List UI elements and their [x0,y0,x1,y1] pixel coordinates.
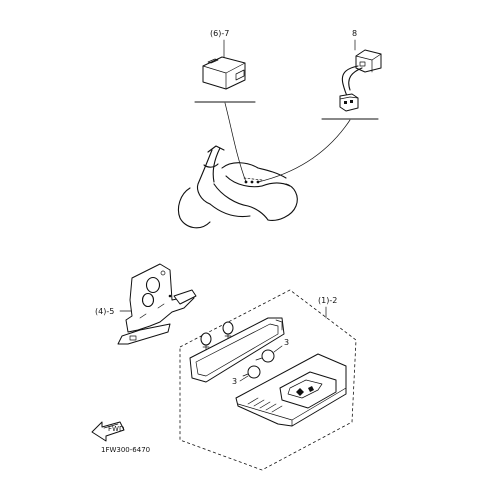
bulb-center [255,349,275,363]
assembly-boundary [179,289,357,471]
front-direction-arrow-icon: FWD [91,421,125,442]
harness-connector: 8 [257,29,382,183]
license-bracket: (4)-5 [95,263,197,345]
taillight-assembly: (1)-2 3 3 [179,289,357,471]
bulb-upper-right [222,321,234,339]
callout-bracket: (4)-5 [95,307,114,316]
motorcycle-silhouette [177,145,298,229]
flasher-relay: (6)-7 [194,29,256,183]
callout-bulb-upper: 3 [284,338,289,347]
callout-taillight: (1)-2 [318,296,337,305]
bulb-lower [242,365,261,379]
svg-text:FWD: FWD [108,425,124,433]
callout-relay: (6)-7 [210,29,229,38]
callout-bulb-lower: 3 [232,377,237,386]
bulb-upper-left [200,332,212,351]
callout-connector: 8 [352,29,357,38]
part-code: 1FW300-6470 [101,446,150,454]
